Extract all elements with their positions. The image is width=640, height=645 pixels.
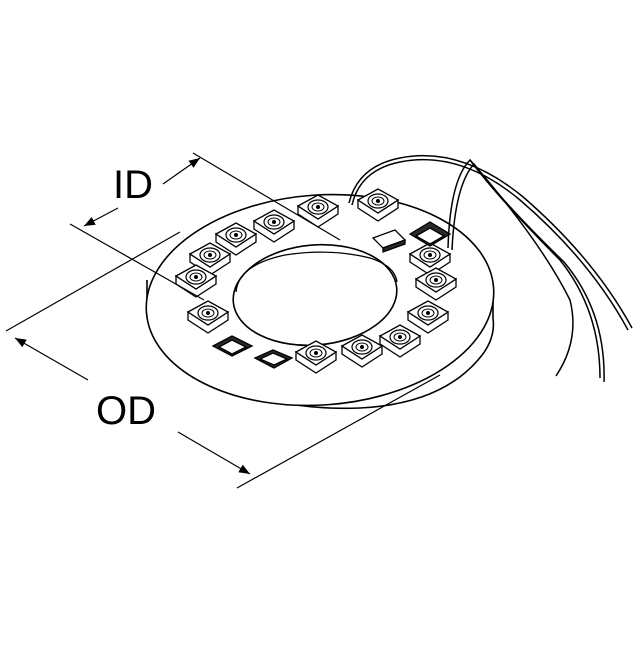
- od-arrow-line: [177, 431, 251, 475]
- led-package: [186, 300, 230, 334]
- wire: [351, 158, 629, 331]
- resistor: [408, 221, 452, 247]
- id-arrow-line: [162, 157, 201, 185]
- od-arrow-line: [14, 337, 89, 381]
- id-arrow-line: [83, 207, 119, 227]
- led-package: [174, 264, 218, 298]
- wire: [348, 154, 633, 329]
- id-label: ID: [113, 163, 153, 207]
- led-package: [214, 222, 258, 256]
- id-extension-line: [192, 152, 341, 241]
- led-package: [296, 194, 340, 228]
- led-package: [356, 188, 400, 222]
- led-package: [188, 242, 232, 276]
- led-group: [174, 188, 458, 374]
- led-package: [378, 324, 422, 358]
- resistor: [253, 349, 294, 369]
- wire: [451, 162, 605, 383]
- inner-hole-wall: [235, 251, 398, 293]
- lead-wires: [348, 154, 633, 383]
- resistor-group: [211, 221, 452, 369]
- resistor: [371, 229, 407, 253]
- led-package: [414, 267, 458, 301]
- od-extension-line: [5, 231, 181, 332]
- led-package: [294, 340, 338, 374]
- led-package: [406, 300, 450, 334]
- resistor: [211, 335, 254, 357]
- od-label: OD: [96, 389, 156, 433]
- led-package: [408, 242, 452, 276]
- od-extension-line: [236, 374, 441, 489]
- wire: [469, 159, 574, 377]
- id-extension-line: [69, 223, 205, 301]
- id-dimension: [69, 152, 341, 301]
- od-dimension: [5, 231, 441, 489]
- led-package: [340, 334, 384, 368]
- led-package: [252, 209, 296, 243]
